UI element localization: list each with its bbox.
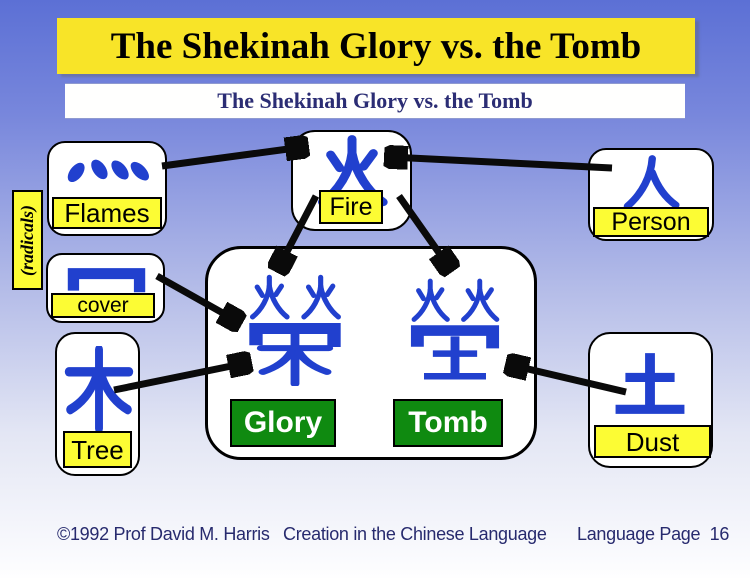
dust-radical-icon <box>609 347 691 423</box>
cover-radical-icon <box>63 260 150 294</box>
dust-radical-box: Dust <box>588 332 713 468</box>
flames-radical-icon <box>65 152 151 188</box>
glory-character-icon <box>238 274 352 386</box>
tomb-character-icon <box>404 278 506 386</box>
radicals-side-label: (radicals) <box>12 190 43 290</box>
tree-radical-box: Tree <box>55 332 140 476</box>
flames-radical-box: Flames <box>47 141 167 236</box>
footer-page-number: Language Page 16 <box>577 524 730 544</box>
slide-title-banner: The Shekinah Glory vs. the Tomb <box>57 18 695 74</box>
arrow-flames-to-fire <box>161 147 303 170</box>
tree-radical-icon <box>63 346 135 432</box>
footer-course-title: Creation in the Chinese Language <box>283 524 547 544</box>
person-radical-icon <box>620 154 682 212</box>
cover-label: cover <box>51 293 155 318</box>
characters-box: Glory Tomb <box>205 246 537 460</box>
subtitle-text: The Shekinah Glory vs. the Tomb <box>217 88 533 113</box>
tree-label: Tree <box>63 431 132 468</box>
arrow-person-to-fire <box>390 157 613 172</box>
tomb-label: Tomb <box>393 399 503 447</box>
cover-radical-box: cover <box>46 253 165 323</box>
fire-radical-box: Fire <box>291 130 412 231</box>
slide-title: The Shekinah Glory vs. the Tomb <box>110 25 642 67</box>
fire-label: Fire <box>319 190 383 224</box>
subtitle-bar: The Shekinah Glory vs. the Tomb <box>65 83 685 119</box>
glory-label: Glory <box>230 399 336 447</box>
person-radical-box: Person <box>588 148 714 241</box>
flames-label: Flames <box>52 197 162 229</box>
footer-copyright: ©1992 Prof David M. Harris <box>57 524 270 544</box>
person-label: Person <box>593 207 709 237</box>
dust-label: Dust <box>594 425 711 458</box>
